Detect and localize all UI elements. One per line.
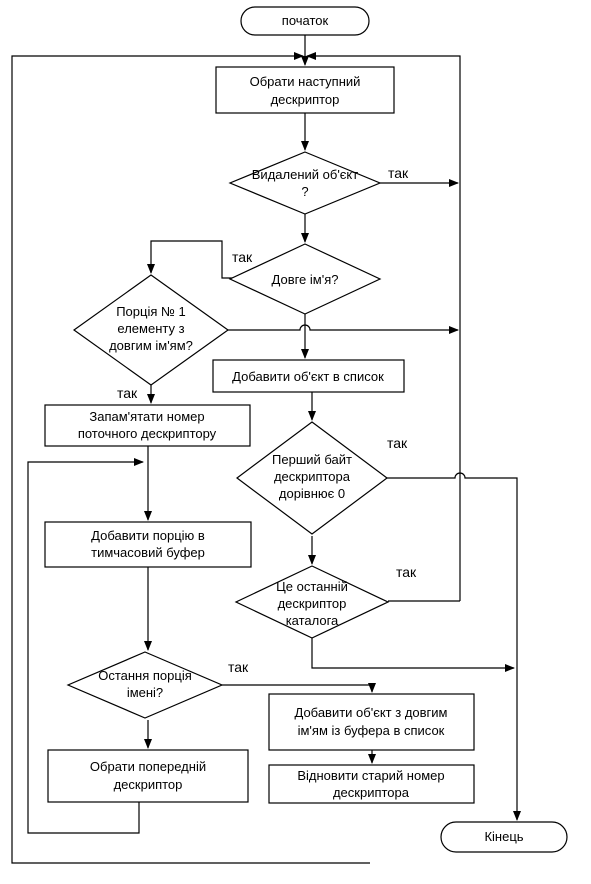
arrow-firstbyte-yes xyxy=(387,472,521,821)
end-terminal: Кінець xyxy=(440,821,568,853)
end-label: Кінець xyxy=(484,829,523,844)
process-select-prev: Обрати попередній дескриптор xyxy=(47,749,249,803)
decision-last-portion: Остання порція імені? xyxy=(66,651,224,719)
decision-portion1-line3: довгим ім'ям? xyxy=(109,338,193,353)
yes-label-last-portion: так xyxy=(228,659,249,675)
arrow-portion1-no xyxy=(228,324,459,334)
arrow-lastportion-yes xyxy=(222,683,376,693)
process-select-next-line2: дескриптор xyxy=(271,92,340,107)
yes-label-deleted: так xyxy=(388,165,409,181)
process-add-long-line2: ім'ям із буфера в список xyxy=(298,723,445,738)
decision-last-portion-line1: Остання порція xyxy=(98,668,192,683)
loop-line-right xyxy=(306,52,461,601)
yes-label-first-byte: так xyxy=(387,435,408,451)
arrow-lastdesc-no xyxy=(311,638,515,672)
yes-label-last-desc: так xyxy=(396,564,417,580)
start-label: початок xyxy=(282,13,329,28)
process-add-object: Добавити об'єкт в список xyxy=(212,359,405,393)
decision-long-name: Довге ім'я? xyxy=(228,243,382,315)
decision-last-desc-line1: Це останній xyxy=(276,579,348,594)
decision-first-byte-line2: дескриптора xyxy=(274,469,351,484)
process-add-long-line1: Добавити об'єкт з довгим xyxy=(295,705,448,720)
yes-label-long-name: так xyxy=(232,249,253,265)
decision-long-name-line1: Довге ім'я? xyxy=(272,272,339,287)
connectors xyxy=(11,35,521,864)
process-select-prev-line1: Обрати попередній xyxy=(90,759,206,774)
decision-portion1-line2: елементу з xyxy=(117,321,184,336)
process-restore-line2: дескриптора xyxy=(333,785,410,800)
process-add-portion-line2: тимчасовий буфер xyxy=(91,545,205,560)
loop-line-outer xyxy=(11,52,370,864)
decision-portion-1: Порція № 1 елементу з довгим ім'ям? xyxy=(72,274,230,386)
process-add-object-line1: Добавити об'єкт в список xyxy=(232,369,384,384)
process-restore-number: Відновити старий номер дескриптора xyxy=(268,764,475,804)
yes-label-portion1: так xyxy=(117,385,138,401)
yes-labels: так так так так так так xyxy=(117,165,417,675)
decision-portion1-line1: Порція № 1 xyxy=(116,304,186,319)
decision-last-portion-line2: імені? xyxy=(127,685,163,700)
decision-first-byte: Перший байт дескриптора дорівнює 0 xyxy=(235,421,389,535)
process-remember-line1: Запам'ятати номер xyxy=(89,409,204,424)
decision-deleted-object: Видалений об'єкт ? xyxy=(228,151,382,215)
process-add-long-name: Добавити об'єкт з довгим ім'ям із буфера… xyxy=(268,693,475,751)
process-select-prev-line2: дескриптор xyxy=(114,777,183,792)
process-add-portion: Добавити порцію в тимчасовий буфер xyxy=(44,521,252,568)
process-restore-line1: Відновити старий номер xyxy=(297,768,444,783)
decision-deleted-line1: Видалений об'єкт xyxy=(252,167,359,182)
decision-last-desc-line2: дескриптор xyxy=(278,596,347,611)
start-terminal: початок xyxy=(240,6,370,36)
decision-last-desc-line3: каталога xyxy=(286,613,339,628)
process-select-next: Обрати наступний дескриптор xyxy=(215,66,395,114)
process-remember-number: Запам'ятати номер поточного дескриптору xyxy=(44,404,251,447)
process-remember-line2: поточного дескриптору xyxy=(78,426,217,441)
decision-first-byte-line1: Перший байт xyxy=(272,452,352,467)
decision-last-descriptor: Це останній дескриптор каталога xyxy=(234,565,390,639)
process-select-next-line1: Обрати наступний xyxy=(250,74,361,89)
process-add-portion-line1: Добавити порцію в xyxy=(91,528,205,543)
loop-line-inner xyxy=(27,458,144,834)
decision-deleted-line2: ? xyxy=(301,184,308,199)
decision-first-byte-line3: дорівнює 0 xyxy=(279,486,345,501)
